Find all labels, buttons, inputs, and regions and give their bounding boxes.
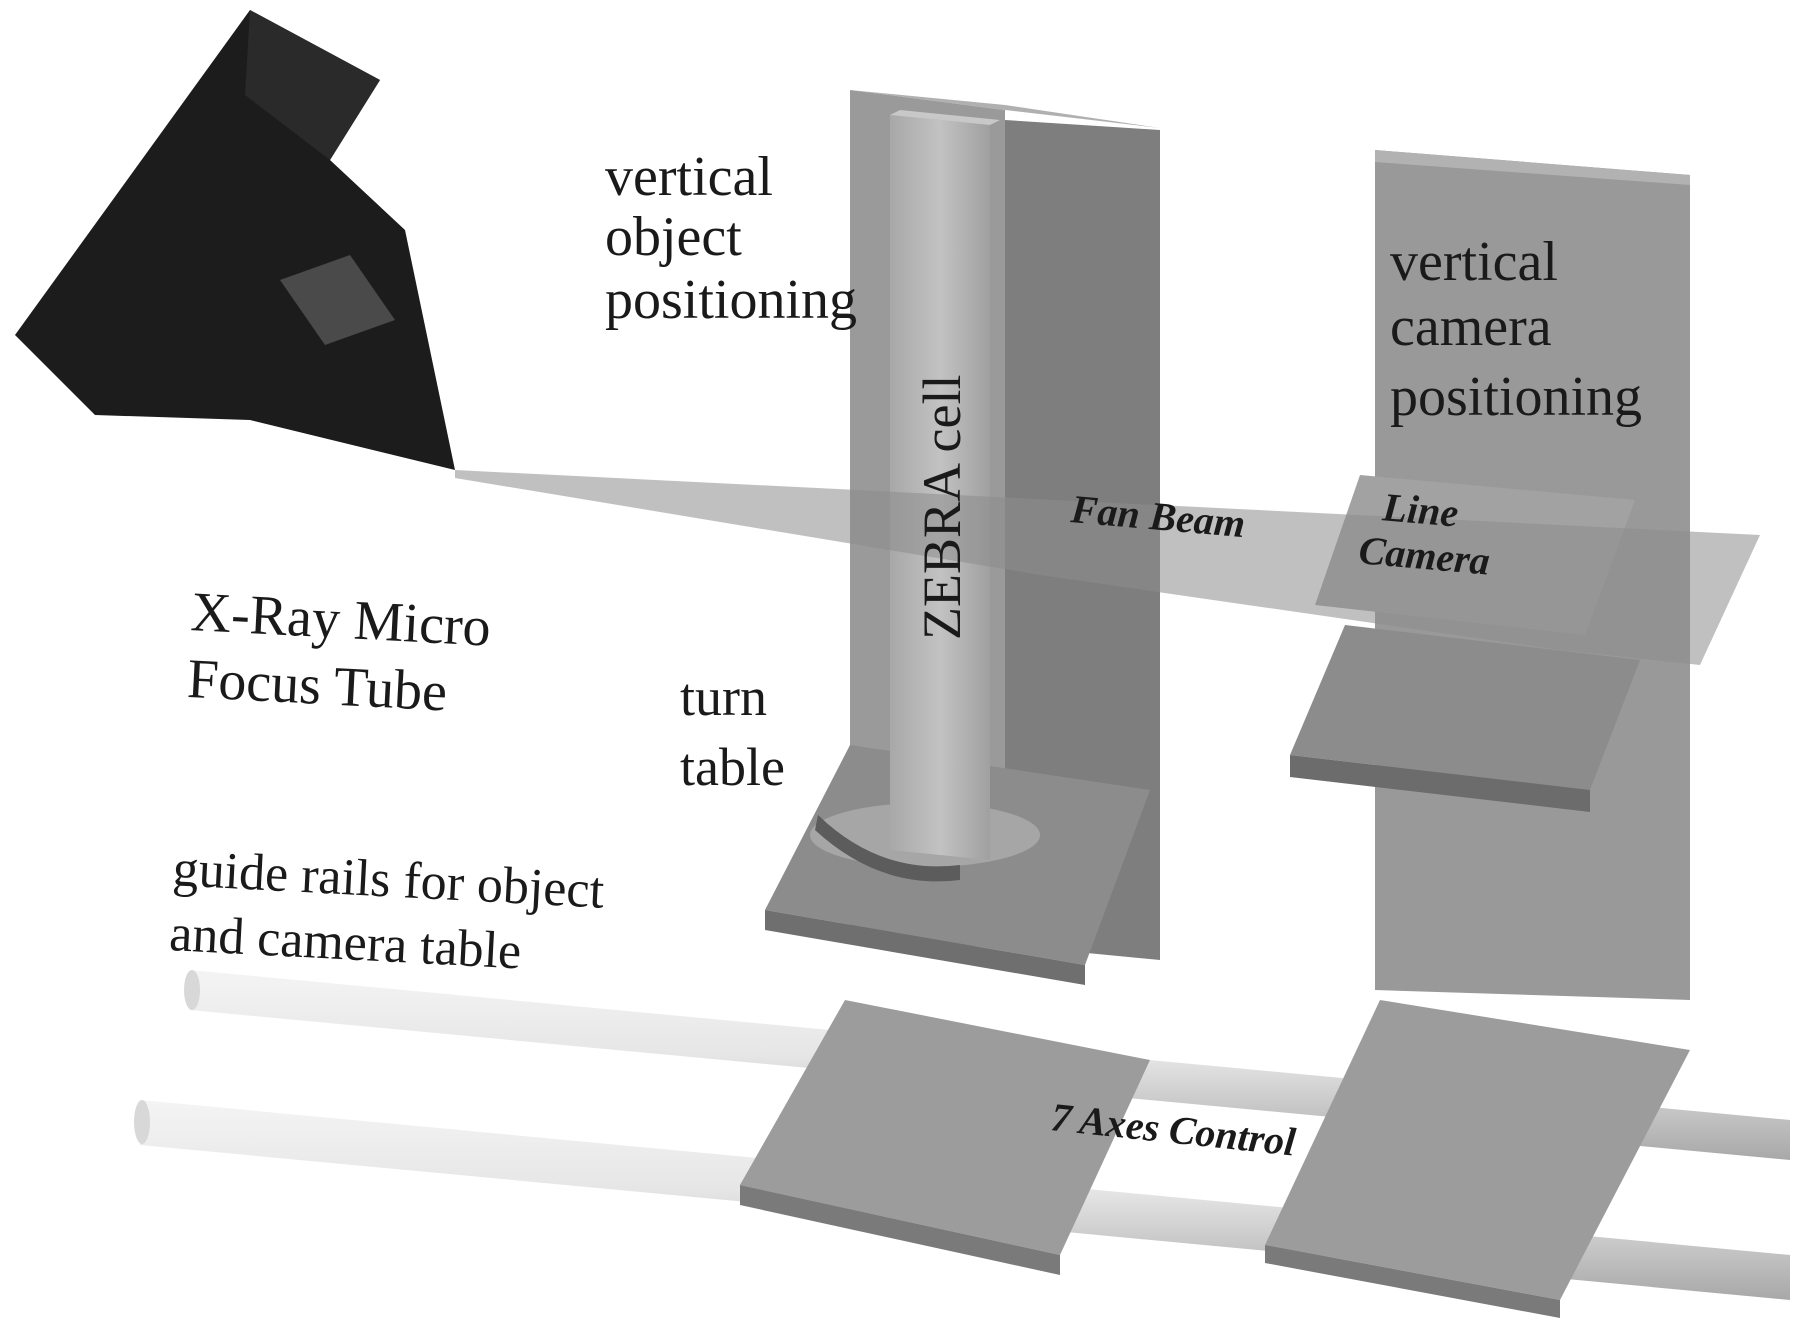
- camera-column-top: [1375, 150, 1690, 185]
- xray-tube: [15, 10, 455, 470]
- xray-tube-top-face: [245, 10, 380, 160]
- zebra-cell: [890, 115, 990, 860]
- fan-beam: [455, 470, 1760, 665]
- label-guide-rails: guide rails for object and camera table: [168, 840, 619, 985]
- object-base-plate: [740, 1000, 1150, 1255]
- xray-tube-body: [15, 10, 455, 470]
- label-turn-table: turn table: [680, 667, 785, 797]
- label-vertical-object-positioning: vertical object positioning: [605, 146, 857, 331]
- object-base-plate-edge: [740, 1185, 1060, 1275]
- label-zebra-cell: ZEBRA cell: [912, 375, 972, 640]
- label-vertical-camera-positioning: vertical camera positioning: [1390, 231, 1642, 428]
- camera-base-plate-edge: [1265, 1245, 1560, 1318]
- zebra-cell-top: [890, 110, 1000, 125]
- turn-table-rim: [815, 815, 960, 882]
- camera-table-edge: [1290, 755, 1590, 812]
- label-xray-tube: X-Ray Micro Focus Tube: [186, 581, 506, 726]
- guide-rail-lower-end: [134, 1100, 150, 1144]
- camera-table-top: [1290, 625, 1640, 790]
- guide-rail-upper-end: [184, 970, 200, 1010]
- object-table-edge: [765, 910, 1085, 985]
- object-positioning-column: [740, 90, 1160, 1275]
- object-column-top: [850, 90, 1160, 128]
- camera-base-plate: [1265, 1000, 1690, 1300]
- xray-tube-window: [280, 255, 395, 345]
